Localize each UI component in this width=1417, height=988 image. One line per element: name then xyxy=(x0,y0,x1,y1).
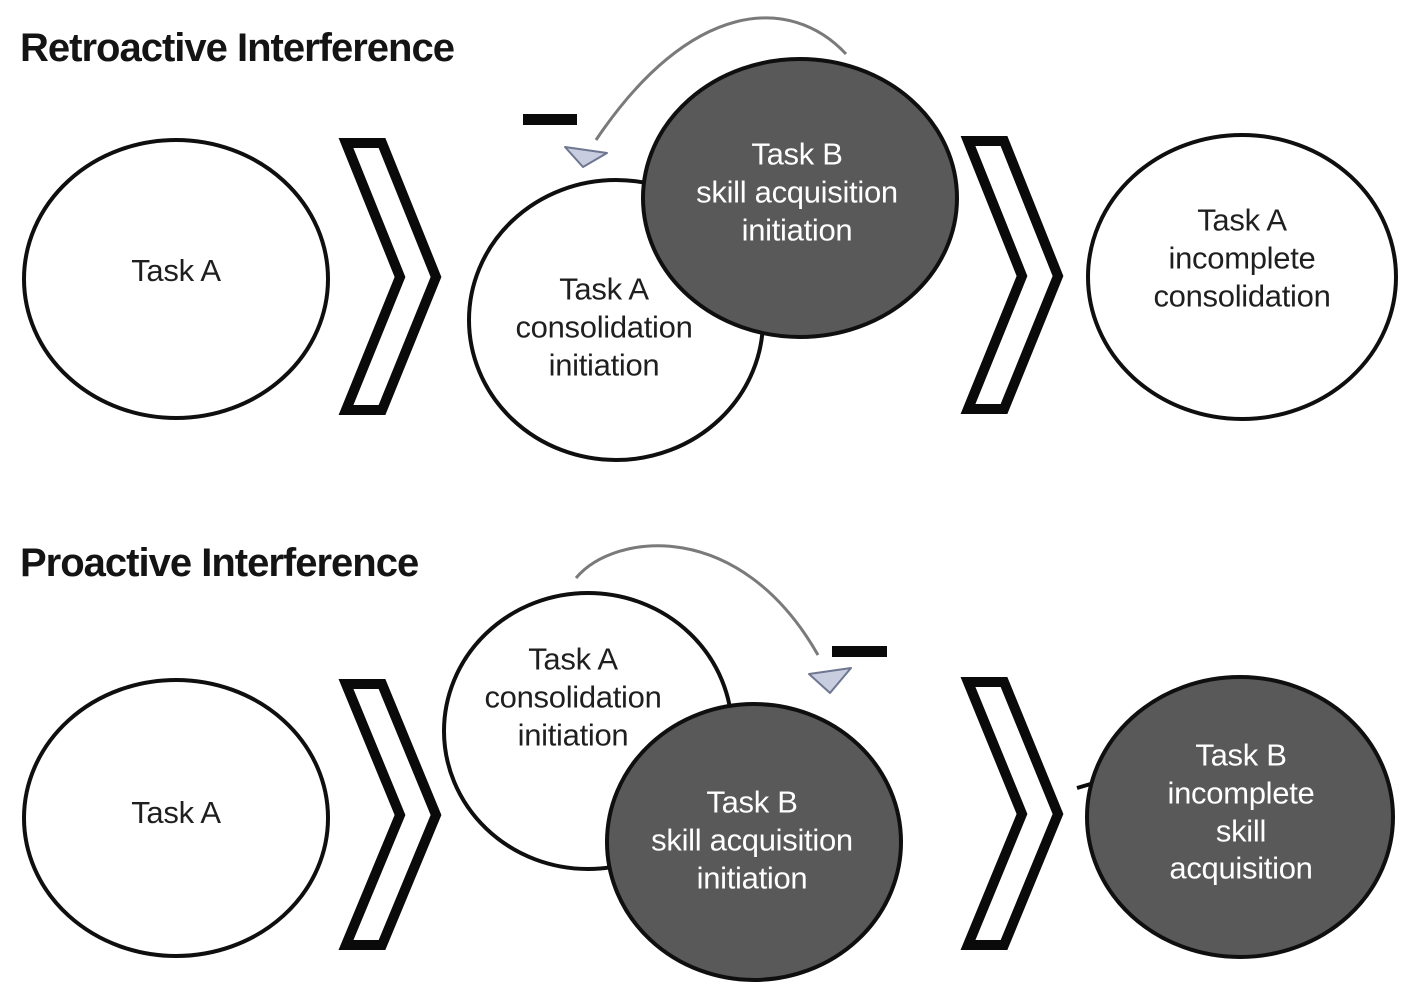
retro-minus-icon xyxy=(523,114,577,125)
retro-task-a-consolidation-label: Task A consolidation initiation xyxy=(515,271,693,382)
retro-chevron-1-icon xyxy=(338,138,442,415)
pro-task-b-acquisition-label: Task B skill acquisition initiation xyxy=(651,784,853,895)
pro-task-b-incomplete-circle xyxy=(1085,675,1395,959)
pro-task-b-acquisition-circle xyxy=(605,702,903,982)
retro-chevron-2-icon xyxy=(960,136,1064,414)
retro-task-b-acquisition-circle xyxy=(641,57,959,339)
pro-task-a-consolidation-label: Task A consolidation initiation xyxy=(484,641,662,752)
retroactive-row xyxy=(22,16,1398,462)
retro-task-a-incomplete-circle xyxy=(1086,133,1398,421)
proactive-title: Proactive Interference xyxy=(20,541,419,585)
proactive-row xyxy=(22,544,1395,982)
pro-task-b-incomplete-label: Task B incomplete skill acquisition xyxy=(1167,737,1315,886)
pro-task-a-circle xyxy=(22,678,330,958)
pro-task-a-label: Task A xyxy=(131,795,221,831)
pro-loop-arrow xyxy=(574,544,820,656)
retro-task-a-label: Task A xyxy=(131,253,221,289)
pro-chevron-1-icon xyxy=(338,679,442,950)
pro-arrowhead-icon xyxy=(808,667,852,694)
pro-chevron-2-icon xyxy=(960,677,1064,950)
retro-task-a-incomplete-label: Task A incomplete consolidation xyxy=(1153,202,1331,313)
retro-arrowhead-icon xyxy=(564,146,608,168)
retro-task-a-circle xyxy=(22,138,330,420)
retro-loop-arrow xyxy=(594,16,848,141)
retroactive-title: Retroactive Interference xyxy=(20,26,455,70)
pro-minus-icon xyxy=(832,646,887,657)
retro-task-b-acquisition-label: Task B skill acquisition initiation xyxy=(696,136,898,247)
